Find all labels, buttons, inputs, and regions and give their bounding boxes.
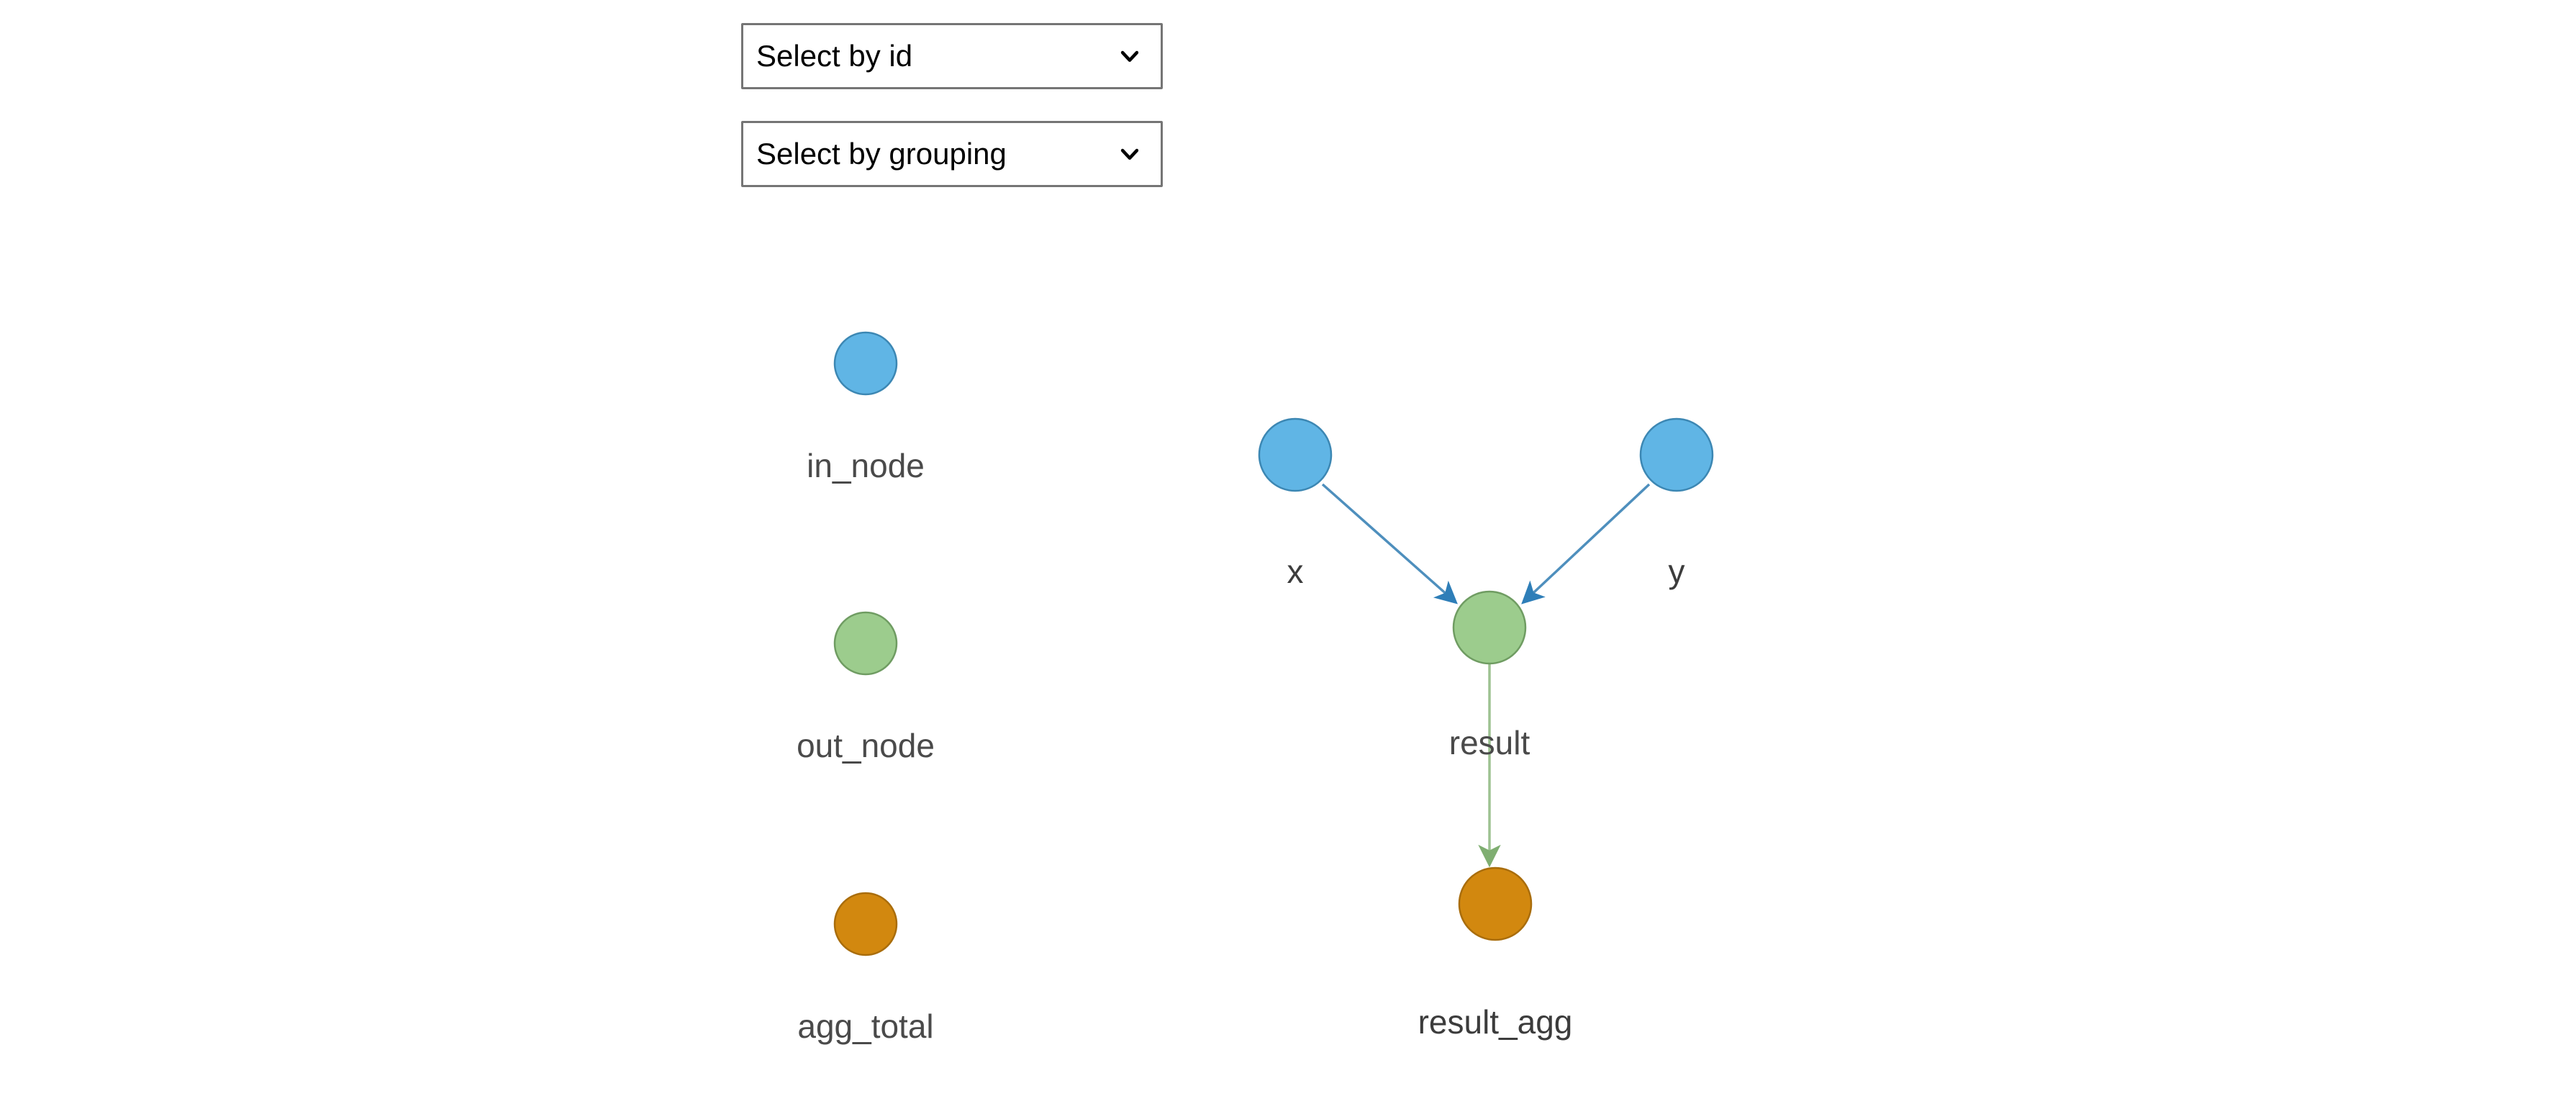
legend-label-out-node: out_node: [797, 727, 935, 764]
edge-label-result: result: [1449, 724, 1530, 761]
node-circle-result-agg[interactable]: [1458, 866, 1533, 941]
legend-item-agg-total[interactable]: agg_total: [797, 892, 934, 1045]
edge-y-to-result[interactable]: [1521, 483, 1651, 605]
node-x[interactable]: x: [1258, 417, 1333, 590]
controls-panel: Select by id Select by grouping: [741, 23, 1166, 219]
edge-x-to-result[interactable]: [1321, 483, 1458, 605]
node-circle-y[interactable]: [1639, 417, 1714, 492]
chevron-down-icon[interactable]: [1117, 142, 1142, 166]
node-circle-x[interactable]: [1258, 417, 1333, 492]
graph-edges: result: [1321, 483, 1651, 868]
legend: in_node out_node agg_total: [797, 331, 935, 1045]
select-by-grouping-value: Select by grouping: [756, 137, 1007, 171]
node-result-agg[interactable]: result_agg: [1418, 866, 1573, 1041]
node-label-y: y: [1669, 553, 1685, 590]
select-by-id-value: Select by id: [756, 39, 913, 73]
legend-swatch-out-node[interactable]: [833, 611, 898, 676]
legend-swatch-agg-total[interactable]: [833, 892, 898, 956]
legend-item-in-node[interactable]: in_node: [807, 331, 925, 484]
legend-label-in-node: in_node: [807, 447, 925, 484]
node-label-result-agg: result_agg: [1418, 1003, 1573, 1041]
legend-item-out-node[interactable]: out_node: [797, 611, 935, 764]
node-circle-result[interactable]: [1452, 590, 1527, 665]
legend-swatch-in-node[interactable]: [833, 331, 898, 396]
select-by-grouping[interactable]: Select by grouping: [741, 121, 1163, 187]
legend-label-agg-total: agg_total: [797, 1008, 933, 1045]
node-label-x: x: [1287, 553, 1304, 590]
chevron-down-icon[interactable]: [1117, 44, 1142, 68]
graph-nodes: x y result_agg: [1258, 417, 1714, 1041]
node-result[interactable]: [1452, 590, 1527, 665]
select-by-id[interactable]: Select by id: [741, 23, 1163, 89]
node-y[interactable]: y: [1639, 417, 1714, 590]
